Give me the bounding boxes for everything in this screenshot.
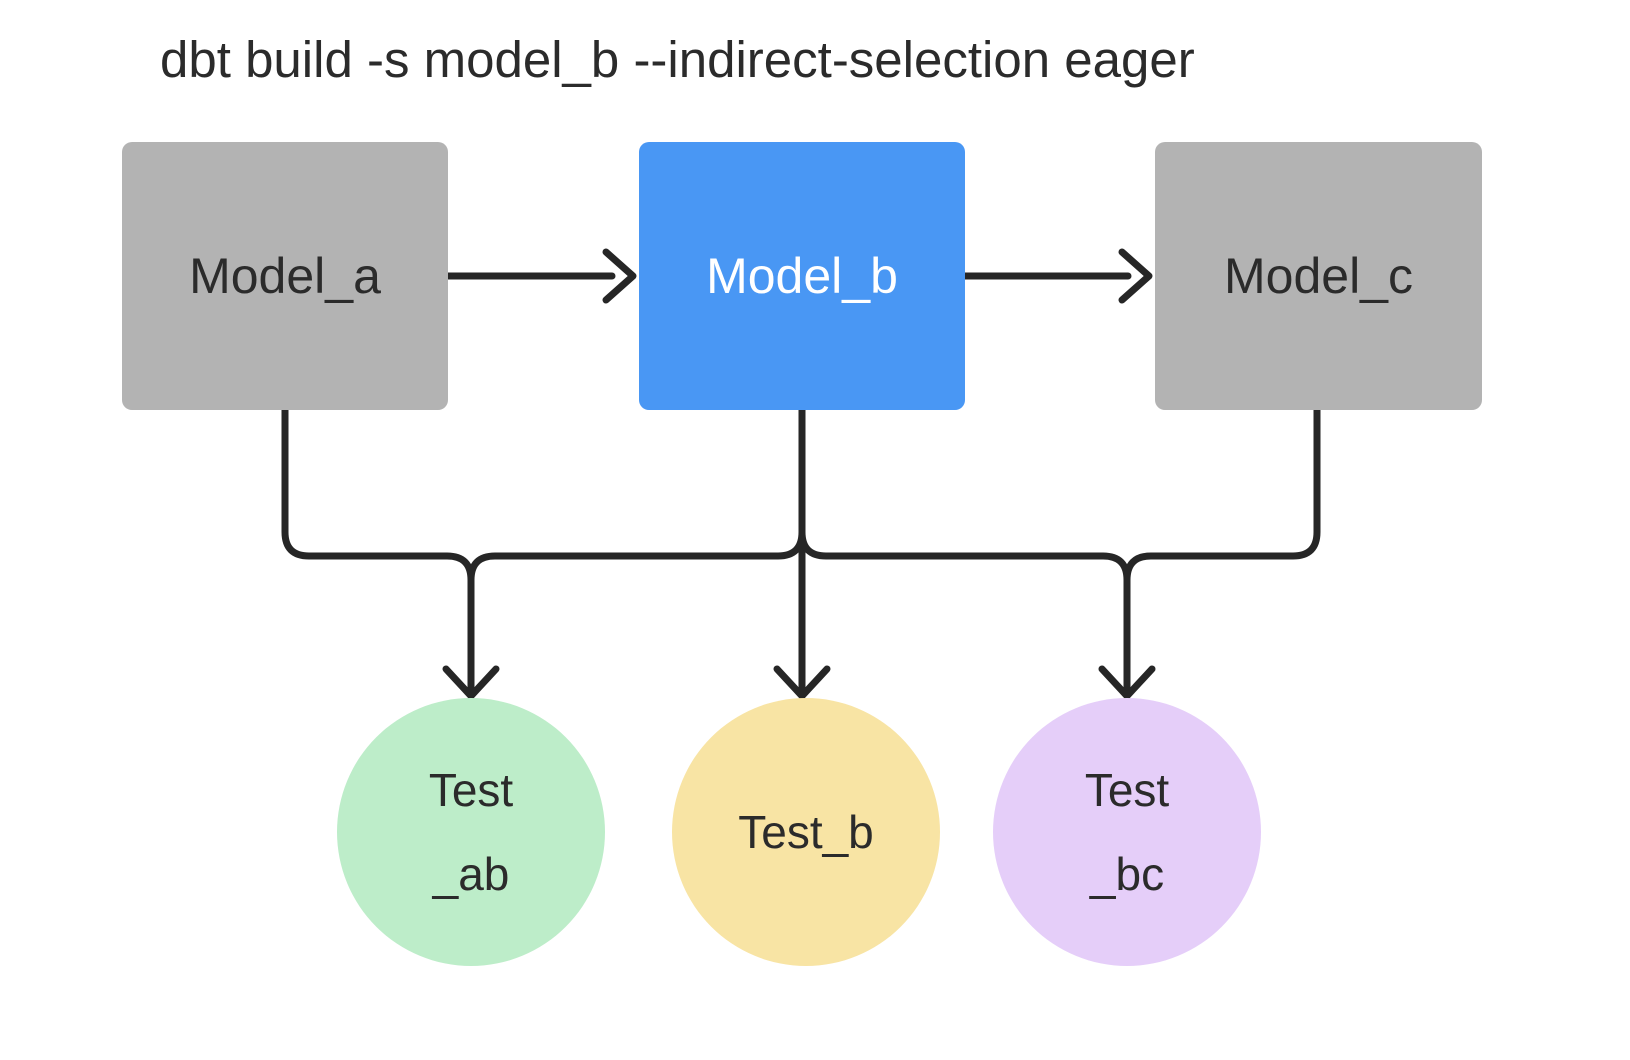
node-model-b[interactable]: Model_b (639, 142, 965, 410)
node-test-bc-label-line2: _bc (1089, 848, 1165, 900)
node-test-ab[interactable]: Test _ab (337, 698, 605, 966)
node-test-ab-label-line2: _ab (432, 848, 510, 900)
edge-model-b-to-test-ab (467, 406, 806, 584)
edge-model-c-to-test-bc (1123, 406, 1321, 584)
node-model-a[interactable]: Model_a (122, 142, 448, 410)
arrowhead-test-ab-icon (442, 665, 500, 700)
node-model-a-label: Model_a (189, 248, 381, 304)
arrowhead-model-b-icon (602, 248, 637, 304)
diagram-title: dbt build -s model_b --indirect-selectio… (160, 31, 1195, 88)
arrowhead-test-b-icon (773, 665, 831, 700)
node-test-bc[interactable]: Test _bc (993, 698, 1261, 966)
node-model-b-label: Model_b (706, 248, 898, 304)
node-model-c-label: Model_c (1224, 248, 1413, 304)
node-test-b[interactable]: Test_b (672, 698, 940, 966)
node-test-b-label: Test_b (738, 806, 874, 858)
edge-model-a-to-test-ab (281, 406, 475, 696)
node-test-ab-label-line1: Test (428, 764, 514, 816)
edge-model-b-to-test-bc (798, 406, 1131, 696)
arrowhead-model-c-icon (1118, 248, 1153, 304)
node-test-bc-label-line1: Test (1084, 764, 1170, 816)
arrowhead-test-bc-icon (1098, 665, 1156, 700)
node-model-c[interactable]: Model_c (1155, 142, 1482, 410)
